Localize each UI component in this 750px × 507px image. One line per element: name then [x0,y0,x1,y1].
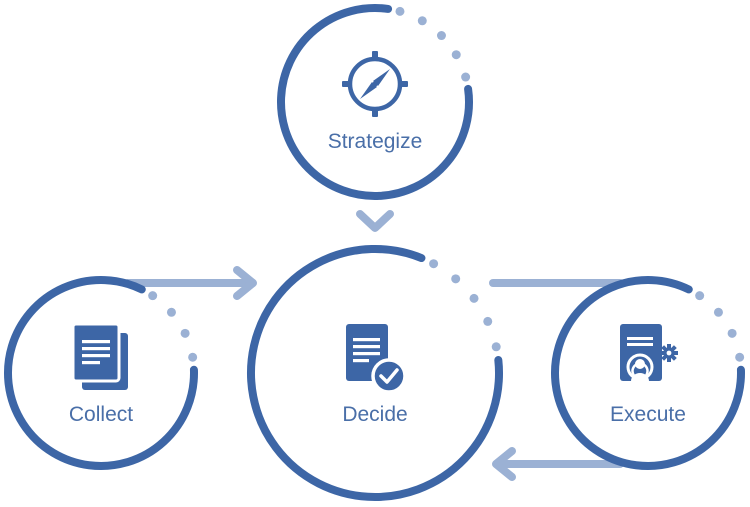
ring-dot [451,274,461,284]
ring-arc [247,245,503,501]
chevron-down-icon [356,210,394,232]
node-label-execute: Execute [610,403,686,426]
node-label-strategize: Strategize [328,130,423,153]
progress-ring [4,276,198,470]
connector-collect-to-decide [124,266,257,300]
ring-arc [4,276,198,470]
connector-strategize-to-decide [356,210,394,232]
node-strategize: Strategize [277,4,473,200]
ring-dot [735,352,745,362]
ring-dot [695,291,705,301]
arrow-right-icon [233,266,257,300]
ring-dot [188,352,198,362]
connector-execute-to-decide [492,447,624,481]
ring-dot [451,50,461,60]
ring-dot [166,307,176,317]
node-execute: Execute [551,276,745,470]
ring-arc [277,4,473,200]
documents-stack-icon [71,322,128,390]
arrow-left-icon [492,447,516,481]
ring-dot [713,307,723,317]
gear-icon [660,344,678,362]
ring-dot [429,259,439,269]
ring-dot [180,328,190,338]
ring-dot [395,6,405,16]
ring-arc [551,276,745,470]
ring-dot [417,16,427,26]
ring-dot [461,72,471,82]
ring-dot [148,291,158,301]
node-decide: Decide [247,245,503,501]
ring-dot [436,31,446,41]
node-collect: Collect [4,276,198,470]
ring-dot [491,342,501,352]
compass-icon [342,51,408,117]
ring-dot [483,316,493,326]
progress-ring [277,4,473,200]
progress-ring [551,276,745,470]
progress-ring [247,245,503,501]
ring-dot [469,293,479,303]
node-label-decide: Decide [342,403,407,426]
document-user-gear-icon [620,324,678,381]
node-label-collect: Collect [69,403,133,426]
ring-dot [727,328,737,338]
document-check-icon [346,324,407,394]
